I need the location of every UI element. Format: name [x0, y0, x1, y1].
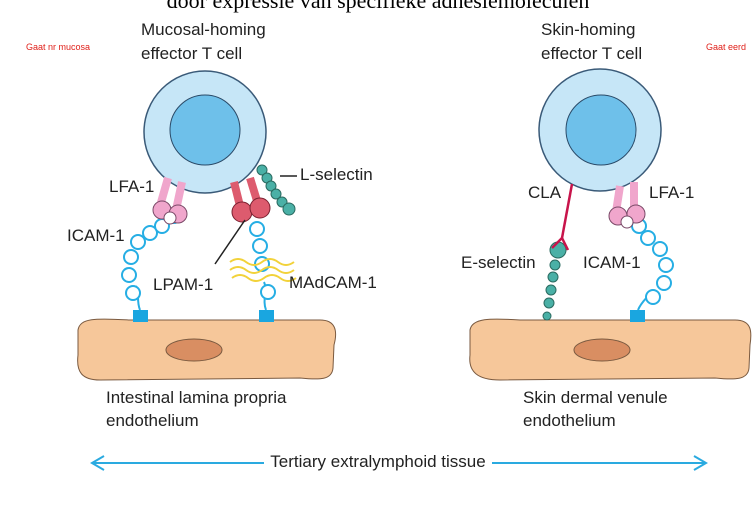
lpam1	[230, 176, 271, 223]
lpam1-pointer	[214, 219, 246, 265]
left-icam1-label: ICAM-1	[67, 226, 125, 245]
left-cell-title-2: effector T cell	[141, 44, 243, 63]
left-t-cell-nucleus	[169, 94, 241, 166]
right-lfa1	[608, 182, 646, 229]
e-selectin-label: E-selectin	[461, 253, 536, 272]
left-tissue-2: endothelium	[106, 411, 199, 430]
left-cell-title-1: Mucosal-homing	[141, 20, 266, 39]
left-nucleus	[165, 338, 223, 362]
left-madcam-anchor	[259, 310, 274, 322]
cla	[551, 183, 574, 251]
right-cell-title-1: Skin-homing	[541, 20, 636, 39]
madcam1-label: MAdCAM-1	[289, 273, 377, 292]
tissue-arrow-label-wrap: Tertiary extralymphoid tissue	[0, 452, 756, 472]
madcam1-mucin-waves	[229, 258, 297, 282]
right-icam1-label: ICAM-1	[583, 253, 641, 272]
right-icam-anchor	[630, 310, 645, 322]
right-tissue-2: endothelium	[523, 411, 616, 430]
right-t-cell-nucleus	[565, 94, 637, 166]
e-selectin	[542, 241, 567, 321]
left-lfa1-label: LFA-1	[109, 177, 155, 196]
cla-label: CLA	[528, 183, 562, 202]
tissue-arrow-label: Tertiary extralymphoid tissue	[264, 452, 492, 471]
left-icam-anchor	[133, 310, 148, 322]
right-icam1-chain	[631, 218, 674, 311]
page-heading: door expressie van specifieke adhesiemol…	[166, 0, 590, 13]
annotation-left: Gaat nr mucosa	[26, 42, 91, 52]
right-lfa1-label: LFA-1	[649, 183, 695, 202]
right-tissue-1: Skin dermal venule	[523, 388, 668, 407]
l-selectin-label: L-selectin	[300, 165, 373, 184]
left-lfa1	[152, 176, 188, 225]
l-selectin	[256, 164, 296, 216]
lpam1-label: LPAM-1	[153, 275, 214, 294]
right-cell-title-2: effector T cell	[541, 44, 643, 63]
right-nucleus	[573, 338, 631, 362]
annotation-right: Gaat eerd	[706, 42, 747, 52]
left-tissue-1: Intestinal lamina propria	[106, 388, 287, 407]
